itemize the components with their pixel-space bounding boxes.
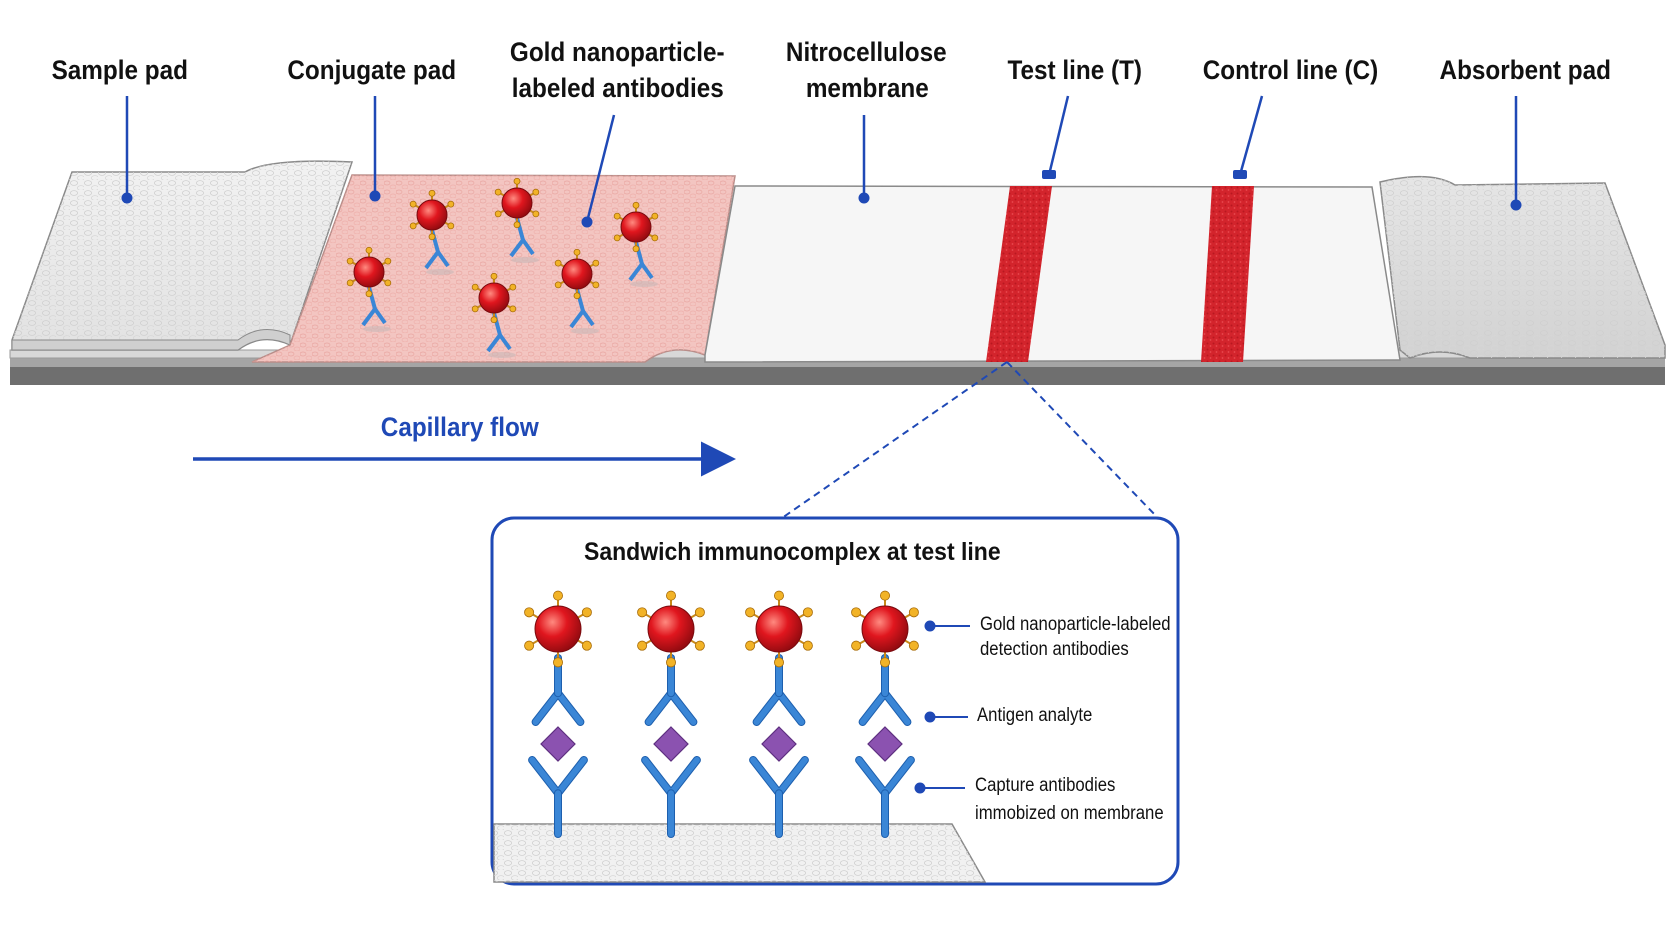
gold-nanoparticle — [554, 248, 600, 300]
inset-complexes — [524, 590, 919, 838]
antigen — [761, 726, 797, 762]
absorbent-pad-texture — [1380, 176, 1665, 358]
gold-nanoparticle — [471, 272, 517, 324]
sandwich-complex — [851, 590, 919, 838]
label-nitrocellulose-line2: membrane — [805, 73, 929, 103]
capture-antibody — [528, 756, 588, 838]
conjugate-particle — [471, 272, 517, 358]
label-nitrocellulose-line1: Nitrocellulose — [785, 37, 947, 67]
label-absorbent-pad: Absorbent pad — [1439, 55, 1611, 85]
label-control-line: Control line (C) — [1202, 55, 1379, 85]
inset-leaders — [914, 620, 970, 794]
inset-membrane-texture — [494, 824, 985, 882]
inset-capture-label-line1: Capture antibodies — [975, 775, 1116, 796]
sandwich-complex — [745, 590, 813, 838]
backing-card — [10, 365, 1665, 385]
inset-gold-label-line2: detection antibodies — [980, 639, 1129, 660]
gold-nanoparticle — [494, 177, 540, 229]
gold-nanoparticle — [409, 189, 455, 241]
inset-antigen-label: Antigen analyte — [977, 705, 1093, 726]
gold-nanoparticle — [637, 590, 705, 668]
zoom-lines — [781, 361, 1159, 519]
gold-nanoparticle — [346, 246, 392, 298]
inset-capture-label-line2: immobized on membrane — [975, 803, 1164, 824]
antigen — [653, 726, 689, 762]
conjugate-particle — [494, 177, 540, 263]
sample-pad-texture — [12, 161, 352, 350]
label-conjugate-pad: Conjugate pad — [287, 55, 457, 85]
capture-antibody — [641, 756, 701, 838]
capillary-flow-label: Capillary flow — [380, 412, 539, 442]
label-gold-antibodies-line1: Gold nanoparticle- — [509, 37, 725, 67]
label-test-line: Test line (T) — [1007, 55, 1143, 85]
sandwich-complex — [524, 590, 592, 838]
antigen — [867, 726, 903, 762]
nitrocellulose-membrane — [704, 185, 1401, 363]
inset-gold-label-line1: Gold nanoparticle-labeled — [980, 614, 1171, 635]
conjugate-particle — [409, 189, 455, 275]
capture-antibody — [749, 756, 809, 838]
antigen — [540, 726, 576, 762]
conjugate-particle — [554, 248, 600, 334]
test-line-band — [986, 186, 1052, 362]
label-sample-pad: Sample pad — [51, 55, 188, 85]
conjugate-particle — [346, 246, 392, 332]
label-gold-antibodies-line2: labeled antibodies — [511, 73, 724, 103]
leader-dots — [121, 170, 1522, 228]
conjugate-particle — [613, 201, 659, 287]
gold-nanoparticle — [613, 201, 659, 253]
gold-nanoparticle — [851, 590, 919, 668]
inset-title: Sandwich immunocomplex at test line — [584, 538, 1001, 566]
control-line-band — [1201, 186, 1254, 362]
capture-antibody — [855, 756, 915, 838]
leader-lines — [125, 95, 1518, 223]
strip-conjugates — [346, 177, 659, 358]
sandwich-complex — [637, 590, 705, 838]
gold-nanoparticle — [524, 590, 592, 668]
gold-nanoparticle — [745, 590, 813, 668]
